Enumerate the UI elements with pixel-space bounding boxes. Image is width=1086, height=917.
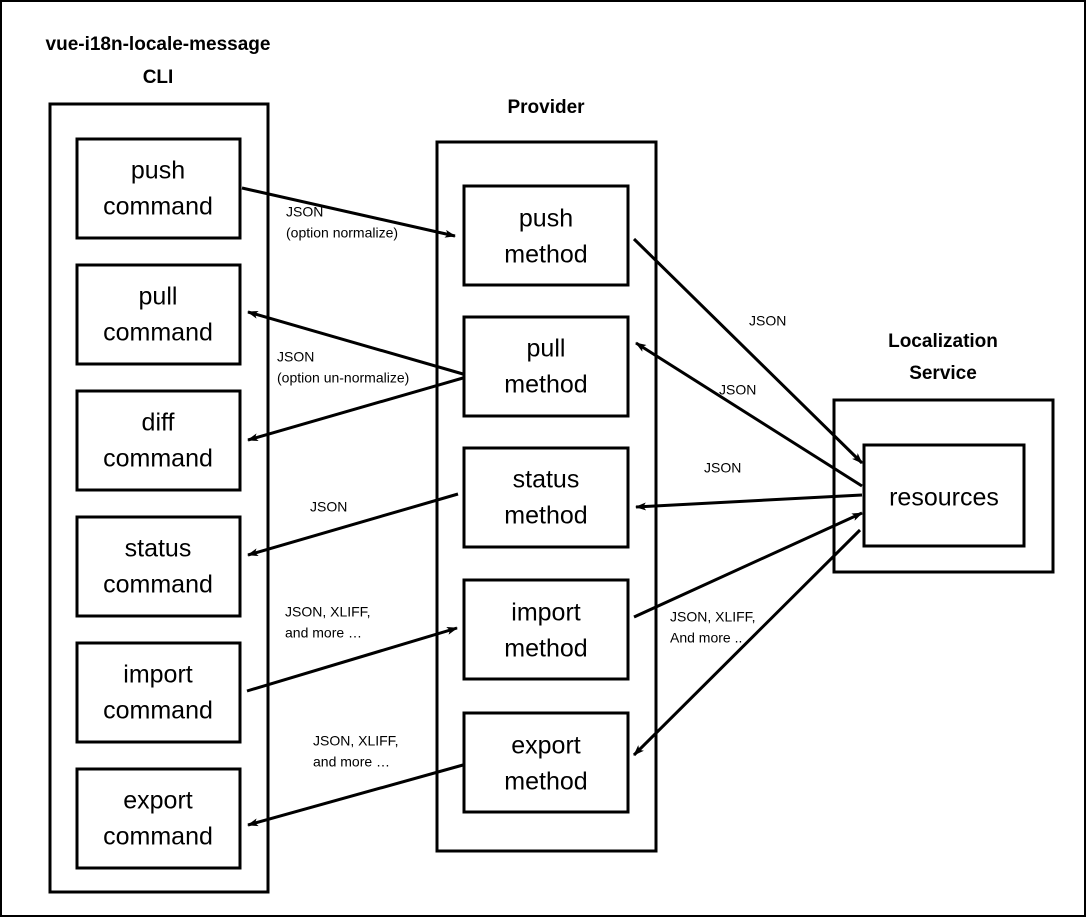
service-group-title-line1: Localization: [888, 331, 998, 352]
node-pull-method-line2: method: [504, 371, 587, 399]
node-pull-method[interactable]: [462, 315, 630, 418]
edge-resources-to-status-method: [635, 493, 863, 511]
edge-resources-to-pull-method: [635, 341, 863, 488]
node-pull-command[interactable]: [75, 263, 242, 366]
edge-pull-method-to-pull-command: [247, 310, 464, 376]
edge-label-pull-service-json: JSON: [719, 382, 756, 398]
node-import-command-line1: import: [123, 661, 193, 689]
edge-export-method-to-export-command: [247, 763, 464, 827]
node-status-command-line1: status: [125, 535, 192, 563]
node-push-command-line1: push: [131, 157, 185, 185]
edge-label-import-formats-l2: and more …: [285, 625, 362, 641]
edge-import-command-to-import-method: [246, 626, 458, 693]
node-status-method-line1: status: [513, 466, 580, 494]
cli-group-title-line2: CLI: [143, 67, 174, 88]
node-resources[interactable]: [862, 443, 1026, 548]
node-pull-command-line2: command: [103, 319, 213, 347]
node-export-command[interactable]: [75, 767, 242, 870]
edge-status-method-to-status-command: [247, 492, 459, 557]
cli-group-title-line1: vue-i18n-locale-message: [46, 34, 271, 55]
node-export-command-line2: command: [103, 823, 213, 851]
node-export-method-line2: method: [504, 768, 587, 796]
edge-label-push-service-json: JSON: [749, 313, 786, 329]
node-push-command-line2: command: [103, 193, 213, 221]
edge-import-method-to-resources: [633, 511, 863, 619]
node-import-method-line1: import: [511, 599, 581, 627]
node-diff-command-line2: command: [103, 445, 213, 473]
node-import-command[interactable]: [75, 641, 242, 744]
edge-label-pull-option: (option un-normalize): [277, 370, 409, 386]
node-status-command[interactable]: [75, 515, 242, 618]
node-diff-command-line1: diff: [142, 409, 175, 437]
node-push-method-line2: method: [504, 241, 587, 269]
edge-label-import-formats-l1: JSON, XLIFF,: [285, 604, 371, 620]
edge-push-method-to-resources: [632, 237, 864, 465]
node-push-command[interactable]: [75, 137, 242, 240]
edge-label-io-service-l2: And more ..: [670, 630, 742, 646]
node-export-method-line1: export: [511, 732, 581, 760]
edge-push-command-to-push-method: [241, 186, 456, 238]
edge-label-push-option: (option normalize): [286, 225, 398, 241]
edge-label-export-formats-l2: and more …: [313, 754, 390, 770]
provider-group-title: Provider: [507, 97, 585, 118]
node-import-method[interactable]: [462, 578, 630, 681]
node-import-method-line2: method: [504, 635, 587, 663]
edge-label-pull-json: JSON: [277, 349, 314, 365]
node-push-method-line1: push: [519, 205, 573, 233]
edge-label-export-formats-l1: JSON, XLIFF,: [313, 733, 399, 749]
node-status-method-line2: method: [504, 502, 587, 530]
service-group-title-line2: Service: [909, 363, 977, 384]
node-import-command-line2: command: [103, 697, 213, 725]
node-pull-method-line1: pull: [527, 335, 566, 363]
node-export-method[interactable]: [462, 711, 630, 814]
edge-label-status-json: JSON: [310, 499, 347, 515]
edge-pull-method-to-diff-command: [247, 376, 464, 442]
node-resources-label: resources: [889, 484, 999, 512]
edge-label-push-json: JSON: [286, 204, 323, 220]
edge-resources-to-export-method: [632, 528, 862, 757]
node-status-method[interactable]: [462, 446, 630, 549]
edge-label-status-service-json: JSON: [704, 460, 741, 476]
node-push-method[interactable]: [462, 184, 630, 287]
node-status-command-line2: command: [103, 571, 213, 599]
node-diff-command[interactable]: [75, 389, 242, 492]
edge-label-io-service-l1: JSON, XLIFF,: [670, 609, 756, 625]
node-export-command-line1: export: [123, 787, 193, 815]
node-pull-command-line1: pull: [139, 283, 178, 311]
